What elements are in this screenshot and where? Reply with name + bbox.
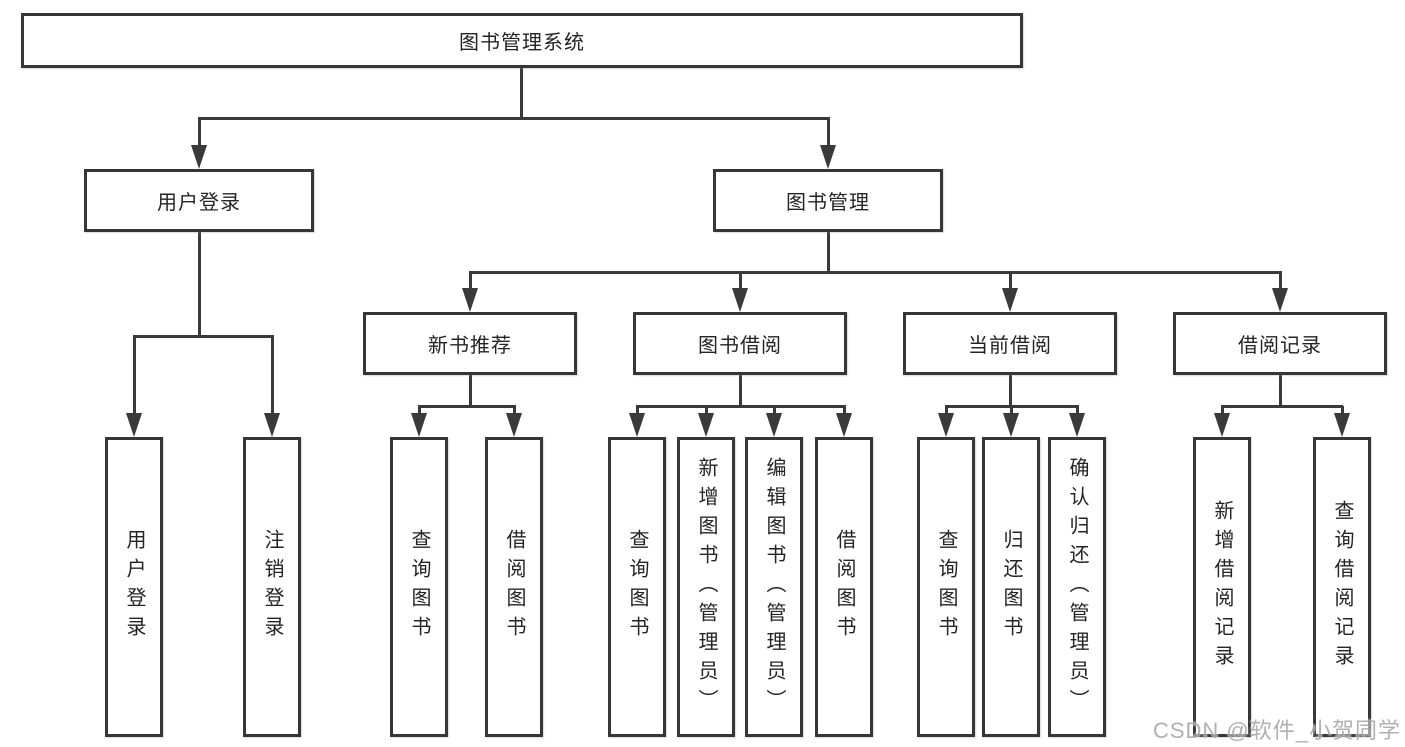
arrowhead-icon bbox=[1002, 288, 1018, 312]
arrowhead-icon bbox=[462, 288, 478, 312]
leaf-user-login: 用户登录 bbox=[105, 437, 163, 737]
leaf-add-book-admin: 新增图书（管理员） bbox=[677, 437, 735, 737]
arrowhead-icon bbox=[938, 413, 954, 437]
node-user-login: 用户登录 bbox=[84, 169, 314, 232]
leaf-label: 新增图书（管理员） bbox=[695, 456, 717, 718]
connector-stem bbox=[198, 118, 201, 150]
leaf-label: 查询图书 bbox=[626, 529, 648, 645]
node-label: 用户登录 bbox=[157, 192, 241, 214]
connector-stem bbox=[773, 406, 776, 416]
node-label: 借阅记录 bbox=[1238, 335, 1322, 357]
node-label: 图书借阅 bbox=[698, 335, 782, 357]
connector-line bbox=[198, 117, 830, 120]
arrowhead-icon bbox=[1069, 413, 1085, 437]
node-label: 图书管理 bbox=[786, 192, 870, 214]
leaf-add-borrow-record: 新增借阅记录 bbox=[1193, 437, 1251, 737]
leaf-borrow-book-borrowing: 借阅图书 bbox=[815, 437, 873, 737]
watermark: CSDN @软件_小贺同学 bbox=[1152, 718, 1401, 743]
arrowhead-icon bbox=[766, 413, 782, 437]
connector-stem bbox=[1279, 272, 1282, 292]
leaf-label: 新增借阅记录 bbox=[1211, 500, 1233, 674]
leaf-label: 查询图书 bbox=[408, 529, 430, 645]
connector-stem bbox=[469, 272, 472, 292]
node-root-label: 图书管理系统 bbox=[459, 32, 585, 54]
leaf-label: 确认归还（管理员） bbox=[1066, 456, 1088, 718]
connector-line bbox=[418, 405, 516, 408]
leaf-label: 编辑图书（管理员） bbox=[763, 456, 785, 718]
leaf-label: 查询图书 bbox=[935, 529, 957, 645]
connector-stem bbox=[636, 406, 639, 416]
connector-stem bbox=[1009, 272, 1012, 292]
leaf-label: 注销登录 bbox=[261, 529, 283, 645]
node-borrowing-records: 借阅记录 bbox=[1173, 312, 1387, 375]
arrowhead-icon bbox=[411, 413, 427, 437]
connector-stem bbox=[739, 272, 742, 292]
leaf-label: 借阅图书 bbox=[503, 529, 525, 645]
connector-stem bbox=[843, 406, 846, 416]
connector-line bbox=[1221, 405, 1343, 408]
connector-line bbox=[739, 375, 742, 408]
arrowhead-icon bbox=[732, 288, 748, 312]
leaf-query-book-borrowing: 查询图书 bbox=[608, 437, 666, 737]
leaf-label: 用户登录 bbox=[123, 529, 145, 645]
connector-line bbox=[827, 232, 830, 274]
arrowhead-icon bbox=[1003, 413, 1019, 437]
connector-stem bbox=[1010, 406, 1013, 416]
connector-line bbox=[469, 375, 472, 408]
leaf-borrow-book-recommend: 借阅图书 bbox=[485, 437, 543, 737]
arrowhead-icon bbox=[1272, 288, 1288, 312]
leaf-query-borrow-record: 查询借阅记录 bbox=[1313, 437, 1371, 737]
connector-stem bbox=[705, 406, 708, 416]
connector-stem bbox=[1076, 406, 1079, 416]
connector-line bbox=[1279, 375, 1282, 408]
node-label: 当前借阅 bbox=[968, 335, 1052, 357]
node-label: 新书推荐 bbox=[428, 335, 512, 357]
connector-stem bbox=[1341, 406, 1344, 416]
arrowhead-icon bbox=[820, 145, 836, 169]
connector-stem bbox=[827, 118, 830, 150]
arrowhead-icon bbox=[1214, 413, 1230, 437]
connector-line bbox=[133, 335, 274, 338]
leaf-return-book: 归还图书 bbox=[982, 437, 1040, 737]
arrowhead-icon bbox=[698, 413, 714, 437]
node-root: 图书管理系统 bbox=[21, 13, 1023, 68]
node-current-borrowing: 当前借阅 bbox=[903, 312, 1117, 375]
connector-line bbox=[1009, 375, 1012, 408]
connector-line bbox=[520, 68, 523, 118]
node-book-management: 图书管理 bbox=[713, 169, 943, 232]
leaf-confirm-return-admin: 确认归还（管理员） bbox=[1048, 437, 1106, 737]
connector-stem bbox=[418, 406, 421, 416]
node-new-book-recommendation: 新书推荐 bbox=[363, 312, 577, 375]
arrowhead-icon bbox=[506, 413, 522, 437]
leaf-query-book-recommend: 查询图书 bbox=[390, 437, 448, 737]
connector-stem bbox=[513, 406, 516, 416]
connector-line bbox=[469, 271, 1282, 274]
leaf-label: 借阅图书 bbox=[833, 529, 855, 645]
arrowhead-icon bbox=[629, 413, 645, 437]
arrowhead-icon bbox=[126, 413, 142, 437]
arrowhead-icon bbox=[264, 413, 280, 437]
connector-stem bbox=[945, 406, 948, 416]
leaf-edit-book-admin: 编辑图书（管理员） bbox=[745, 437, 803, 737]
connector-line bbox=[636, 405, 846, 408]
connector-stem bbox=[1221, 406, 1224, 416]
arrowhead-icon bbox=[836, 413, 852, 437]
connector-stem bbox=[271, 336, 274, 418]
connector-line bbox=[198, 232, 201, 337]
leaf-label: 归还图书 bbox=[1000, 529, 1022, 645]
leaf-logout: 注销登录 bbox=[243, 437, 301, 737]
arrowhead-icon bbox=[191, 145, 207, 169]
node-book-borrowing: 图书借阅 bbox=[633, 312, 847, 375]
leaf-query-book-current: 查询图书 bbox=[917, 437, 975, 737]
arrowhead-icon bbox=[1334, 413, 1350, 437]
connector-stem bbox=[133, 336, 136, 418]
leaf-label: 查询借阅记录 bbox=[1331, 500, 1353, 674]
